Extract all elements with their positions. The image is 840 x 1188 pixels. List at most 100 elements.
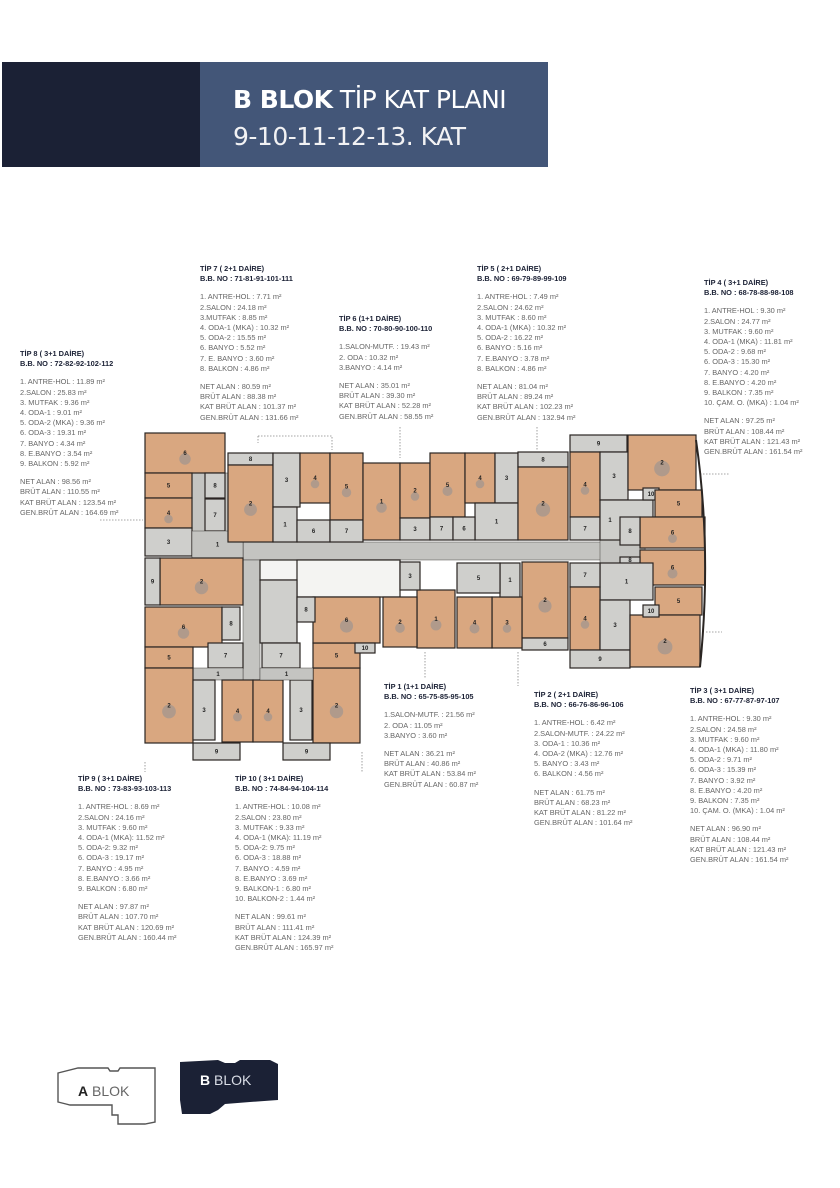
furniture-icon: [329, 704, 344, 719]
unit-info-tip-6: TİP 6 (1+1 DAİRE)B.B. NO : 70-80-90-100-…: [339, 314, 433, 422]
room-number: 5: [677, 502, 681, 508]
room-area-item: 6. BANYO : 5.16 m²: [477, 343, 543, 353]
room-number: 3: [408, 574, 412, 580]
spacer: [235, 794, 333, 802]
furniture-icon: [395, 623, 405, 633]
total-area-item: NET ALAN : 96.90 m²: [690, 824, 761, 834]
room-area-item: 3. ODA-1 : 10.36 m²: [534, 738, 601, 748]
room-area-item: 4. ODA-1 (MKA): 11.19 m²: [235, 833, 322, 843]
room-number: 1: [380, 500, 384, 506]
room-shapes: [144, 432, 707, 761]
common-corridor: [242, 559, 261, 681]
header-title-band: B BLOK TİP KAT PLANI 9-10-11-12-13. KAT: [200, 62, 548, 167]
room: [491, 596, 523, 649]
room: [456, 596, 493, 649]
room-area-item: 3.BANYO : 4.14 m²: [339, 362, 403, 372]
unit-hall: [259, 667, 314, 681]
spacer: [339, 373, 433, 381]
unit-info-tip-4: TİP 4 ( 3+1 DAİRE)B.B. NO : 68-78-88-98-…: [704, 278, 802, 457]
spacer: [690, 706, 788, 714]
unit-info-tip-5: TİP 5 ( 2+1 DAİRE)B.B. NO : 69-79-89-99-…: [477, 264, 575, 423]
spacer: [78, 894, 176, 902]
room-number: 7: [279, 654, 283, 660]
room: [329, 452, 364, 521]
unit-info-tip-1: TİP 1 (1+1 DAİRE)B.B. NO : 65-75-85-95-1…: [384, 682, 478, 790]
total-area-item: KAT BRÜT ALAN : 120.69 m²: [78, 922, 175, 932]
curved-facade-wall: [695, 439, 707, 668]
unit-bb-no: B.B. NO : 65-75-85-95-105: [384, 692, 474, 702]
b-blok-button[interactable]: B BLOK: [180, 1060, 278, 1114]
total-area-item: NET ALAN : 99.61 m²: [235, 912, 306, 922]
room-area-item: 6. BANYO : 5.52 m²: [200, 343, 266, 353]
title-plan-label: TİP KAT PLANI: [332, 85, 507, 114]
total-area-item: NET ALAN : 35.01 m²: [339, 381, 410, 391]
total-area-item: NET ALAN : 36.21 m²: [384, 749, 455, 759]
room-number: 3: [285, 478, 289, 484]
room-area-item: 10. ÇAM. O. (MKA) : 1.04 m²: [704, 398, 799, 408]
total-area-item: KAT BRÜT ALAN : 123.54 m²: [20, 497, 117, 507]
unit-bb-no: B.B. NO : 72-82-92-102-112: [20, 359, 114, 369]
unit-bb-no: B.B. NO : 74-84-94-104-114: [235, 784, 329, 794]
room-number: 5: [345, 485, 349, 491]
room-number: 1: [216, 543, 220, 549]
unit-bb-no: B.B. NO : 67-77-87-97-107: [690, 696, 780, 706]
room-area-item: 1.SALON-MUTF. : 21.56 m²: [384, 710, 475, 720]
room-number: 6: [671, 566, 675, 572]
total-area-item: GEN.BRÜT ALAN : 132.94 m²: [477, 412, 576, 422]
room-area-item: 1. ANTRE-HOL : 10.08 m²: [235, 802, 321, 812]
room-area-item: 7. BANYO : 4.59 m²: [235, 863, 301, 873]
furniture-icon: [580, 620, 590, 629]
room-number: 8: [628, 558, 632, 564]
room-area-item: 1. ANTRE-HOL : 8.69 m²: [78, 802, 160, 812]
room-area-item: 3. MUTFAK : 9.60 m²: [78, 822, 148, 832]
a-blok-label: A BLOK: [78, 1083, 130, 1099]
room: [569, 586, 601, 651]
room-area-item: 3. MUTFAK : 9.60 m²: [690, 734, 760, 744]
room-number: 9: [151, 580, 155, 586]
title-block-name: B BLOK: [233, 85, 333, 114]
unit-type-title: TİP 10 ( 3+1 DAİRE): [235, 774, 304, 783]
unit-info-tip-7: TİP 7 ( 2+1 DAİRE)B.B. NO : 71-81-91-101…: [200, 264, 298, 423]
room-area-item: 7. BANYO : 3.92 m²: [690, 775, 756, 785]
unit-type-title: TİP 6 (1+1 DAİRE): [339, 314, 402, 323]
room: [654, 586, 703, 616]
a-blok-button[interactable]: A BLOK: [57, 1067, 156, 1125]
furniture-icon: [442, 486, 453, 496]
room-area-item: 4. ODA-1 (MKA) : 10.32 m²: [200, 323, 290, 333]
room-number: 1: [283, 523, 287, 529]
room-number: 5: [446, 483, 450, 489]
room-number: 7: [213, 513, 217, 519]
total-area-item: BRÜT ALAN : 108.44 m²: [690, 834, 771, 844]
wet-area: [221, 606, 241, 641]
room-number: 5: [167, 656, 171, 662]
spacer: [704, 408, 802, 416]
room: [627, 434, 697, 491]
room-area-item: 3.BANYO : 3.60 m²: [384, 730, 448, 740]
stairwell: [259, 579, 298, 644]
total-area-item: KAT BRÜT ALAN : 81.22 m²: [534, 808, 627, 818]
room-area-item: 7. BANYO : 4.34 m²: [20, 438, 86, 448]
total-area-item: KAT BRÜT ALAN : 121.43 m²: [704, 436, 801, 446]
room-number: 3: [299, 708, 303, 714]
room-area-item: 4. ODA-2 (MKA) : 12.76 m²: [534, 749, 624, 759]
total-area-item: KAT BRÜT ALAN : 101.37 m²: [200, 402, 297, 412]
room-area-item: 5. ODA-2 (MKA) : 9.36 m²: [20, 418, 106, 428]
spacer: [200, 374, 298, 382]
room-number: 3: [202, 708, 206, 714]
total-area-item: BRÜT ALAN : 40.86 m²: [384, 759, 461, 769]
room-number: 4: [236, 709, 240, 715]
room-number: 7: [440, 527, 444, 533]
room: [299, 452, 331, 504]
room-number: 6: [182, 625, 186, 631]
room-number: 3: [612, 474, 616, 480]
spacer: [477, 284, 575, 292]
room-number: 6: [462, 527, 466, 533]
room-number: 2: [249, 502, 253, 508]
total-area-item: BRÜT ALAN : 89.24 m²: [477, 392, 554, 402]
room-number: 4: [583, 483, 587, 489]
page-subtitle-floors: 9-10-11-12-13. KAT: [233, 122, 466, 151]
furniture-icon: [654, 460, 670, 477]
total-area-item: BRÜT ALAN : 111.41 m²: [235, 922, 315, 932]
total-area-item: GEN.BRÜT ALAN : 161.54 m²: [704, 447, 803, 457]
spacer: [384, 702, 478, 710]
